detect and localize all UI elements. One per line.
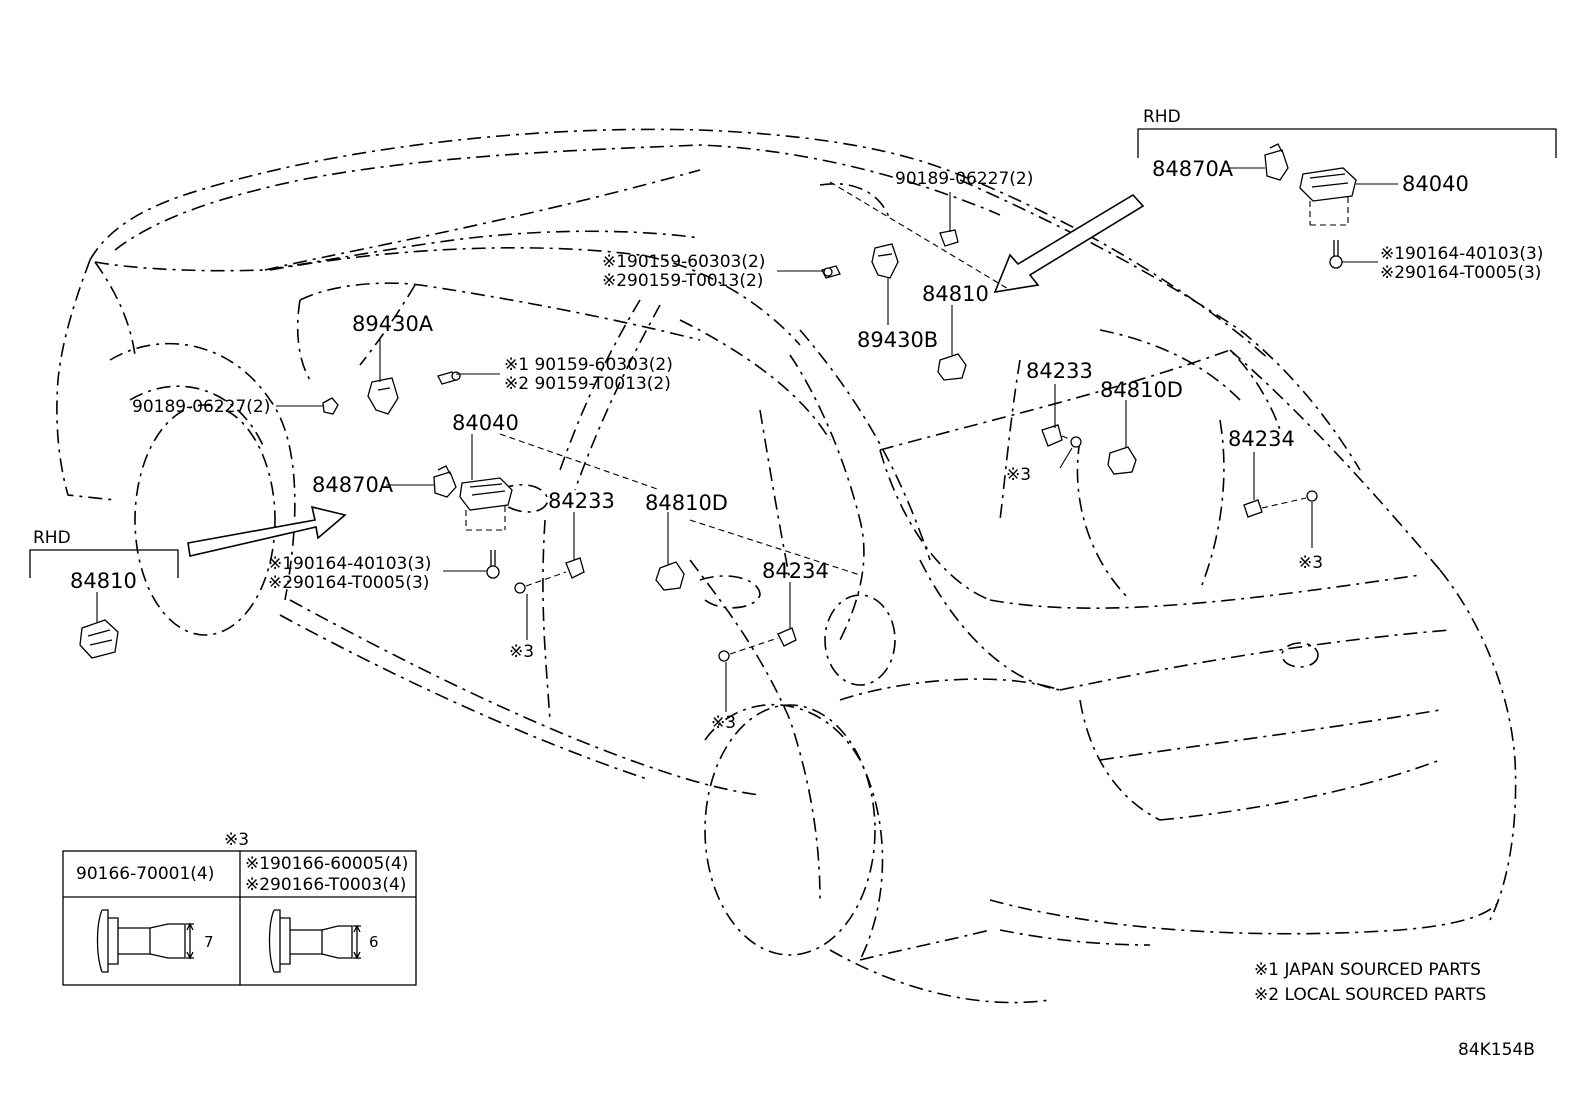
- label-bolt-rhd-1: ※190164-40103(3): [1380, 244, 1543, 264]
- label-screw-top-1: ※190159-60303(2): [602, 252, 765, 272]
- part-clip-90189-left: [322, 397, 339, 415]
- table-col1-header: 90166-70001(4): [76, 864, 214, 884]
- part-84870A-rhd: [1264, 143, 1289, 181]
- label-ref3-c: ※3: [1006, 465, 1031, 485]
- table-title: ※3: [224, 830, 249, 850]
- note-japan-sourced: ※1 JAPAN SOURCED PARTS: [1254, 960, 1481, 980]
- arrow-right: [993, 193, 1145, 294]
- table-col2-header-1: ※190166-60005(4): [245, 854, 408, 874]
- clip-drawing-col1: 7: [96, 909, 214, 973]
- part-84810D-main: [655, 561, 685, 591]
- diagram-code: 84K154B: [1458, 1040, 1535, 1060]
- rhd-bracket-left: RHD: [29, 528, 179, 578]
- part-84233-right: [1041, 424, 1082, 448]
- part-84810-right: [937, 353, 967, 381]
- table-col2-header-2: ※290166-T0003(4): [245, 875, 406, 895]
- table-col2-dim: 6: [369, 933, 379, 951]
- label-84810D-main: 84810D: [645, 491, 728, 515]
- part-89430A: [367, 377, 399, 415]
- label-84234-main: 84234: [762, 559, 829, 583]
- label-84810-rhd: 84810: [70, 569, 137, 593]
- leader-lines: [96, 167, 1398, 628]
- label-screw-left-1: ※1 90159-60303(2): [504, 355, 673, 375]
- part-84040-rhd: [1299, 167, 1357, 226]
- part-84810-rhd-left: [79, 619, 119, 659]
- label-screw-top-2: ※290159-T0013(2): [602, 271, 763, 291]
- label-84040-rhd: 84040: [1402, 172, 1469, 196]
- label-84234-right: 84234: [1228, 427, 1295, 451]
- part-bolt-90164-main: [486, 550, 500, 579]
- part-clip-90189-top: [939, 229, 959, 247]
- rhd-label-left: RHD: [33, 528, 71, 548]
- ref3-table: ※3 90166-70001(4) ※190166-60005(4) ※2901…: [62, 830, 417, 986]
- note-local-sourced: ※2 LOCAL SOURCED PARTS: [1254, 985, 1486, 1005]
- label-bolt-mid-2: ※290164-T0005(3): [268, 573, 429, 593]
- label-89430A: 89430A: [352, 312, 434, 336]
- rhd-label-right: RHD: [1143, 107, 1181, 127]
- label-clip-90189-left: 90189-06227(2): [132, 397, 270, 417]
- label-ref3-b: ※3: [711, 713, 736, 733]
- car-body-outline: [56, 128, 1517, 1004]
- part-screw-ref3-main: [514, 571, 567, 594]
- part-screw-90159-top: [821, 265, 841, 279]
- label-screw-left-2: ※2 90159-T0013(2): [504, 374, 671, 394]
- part-84810D-right: [1107, 446, 1137, 475]
- label-84870A-main: 84870A: [312, 473, 394, 497]
- label-84870A-rhd: 84870A: [1152, 157, 1234, 181]
- part-84870A-main: [433, 465, 457, 498]
- label-89430B: 89430B: [857, 328, 938, 352]
- part-84234-right: [1243, 490, 1318, 518]
- label-84040-main: 84040: [452, 411, 519, 435]
- part-84234-main: [718, 627, 797, 662]
- label-bolt-mid-1: ※190164-40103(3): [268, 554, 431, 574]
- clip-drawing-col2: 6: [268, 909, 379, 973]
- label-clip-90189-top: 90189-06227(2): [895, 169, 1033, 189]
- fastener-labels: 90189-06227(2) 90189-06227(2) ※1 90159-6…: [132, 169, 1543, 593]
- view-arrows: [187, 193, 1145, 557]
- label-ref3-a: ※3: [509, 642, 534, 662]
- label-84233-right: 84233: [1026, 359, 1093, 383]
- part-84233-main: [565, 557, 585, 579]
- notes: ※1 JAPAN SOURCED PARTS ※2 LOCAL SOURCED …: [1254, 960, 1535, 1060]
- part-labels: 89430A 89430B 84040 84870A 84233 84810D …: [70, 157, 1469, 593]
- part-84040-main: [459, 477, 513, 531]
- ref3-labels: ※3 ※3 ※3 ※3: [509, 447, 1323, 733]
- part-89430B: [871, 243, 899, 279]
- label-84233-main: 84233: [548, 489, 615, 513]
- table-col1-dim: 7: [204, 933, 214, 951]
- label-84810-main: 84810: [922, 282, 989, 306]
- part-bolt-90164-rhd: [1329, 240, 1343, 269]
- arrow-left: [187, 505, 347, 557]
- label-ref3-d: ※3: [1298, 553, 1323, 573]
- rhd-bracket-right: RHD: [1137, 107, 1557, 158]
- label-bolt-rhd-2: ※290164-T0005(3): [1380, 263, 1541, 283]
- label-84810D-right: 84810D: [1100, 378, 1183, 402]
